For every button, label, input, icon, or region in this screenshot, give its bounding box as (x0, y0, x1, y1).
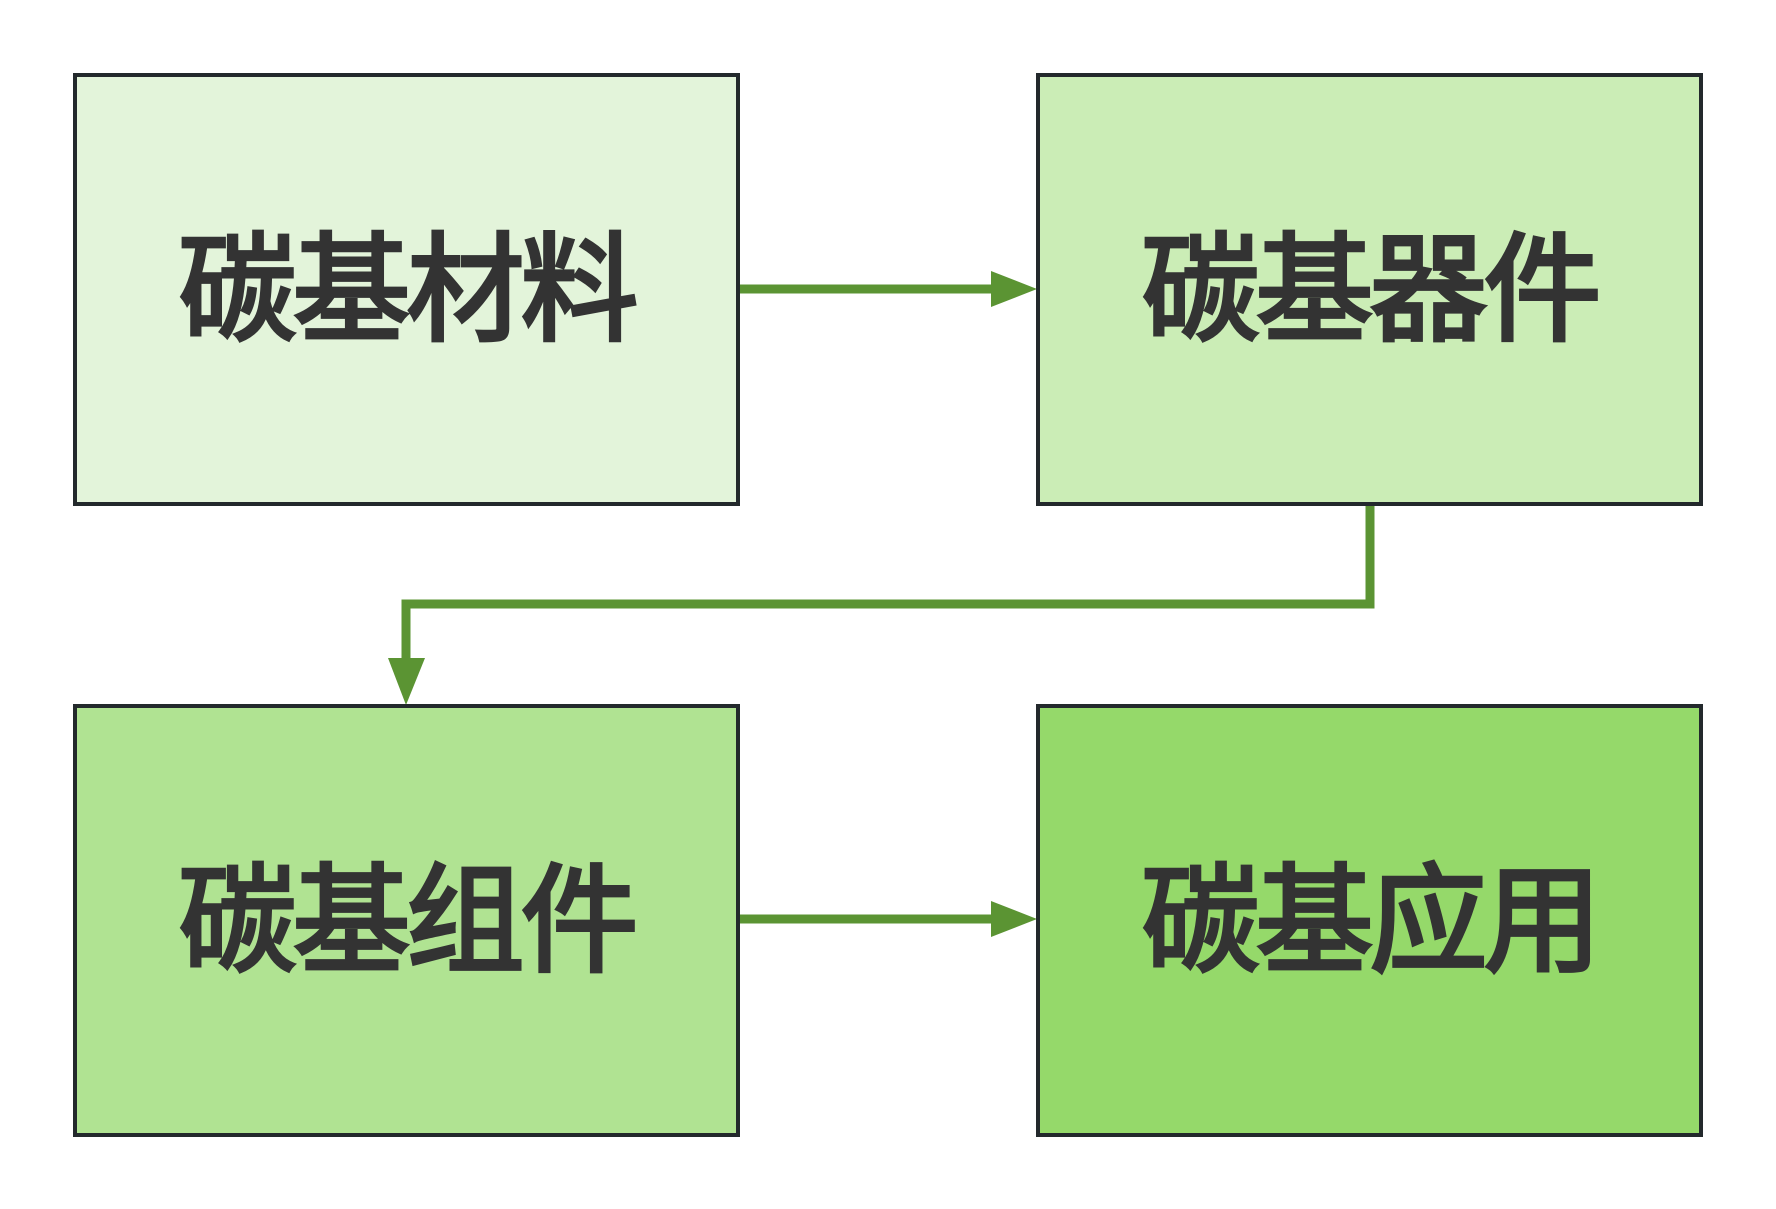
node-label: 碳基器件 (1141, 220, 1601, 359)
edge-component-to-application (740, 901, 1037, 937)
arrowhead-icon (991, 901, 1037, 937)
arrowhead-icon (991, 271, 1037, 307)
node-label: 碳基应用 (1141, 851, 1601, 990)
node-carbon-material[interactable]: 碳基材料 (73, 73, 740, 506)
edge-line (401, 506, 1375, 662)
arrowhead-icon (388, 658, 425, 705)
node-carbon-device[interactable]: 碳基器件 (1036, 73, 1703, 506)
node-carbon-component[interactable]: 碳基组件 (73, 704, 740, 1137)
edge-material-to-device (740, 271, 1037, 307)
node-carbon-application[interactable]: 碳基应用 (1036, 704, 1703, 1137)
node-label: 碳基组件 (178, 851, 638, 990)
node-label: 碳基材料 (178, 220, 638, 359)
edge-device-to-component (388, 506, 1375, 705)
